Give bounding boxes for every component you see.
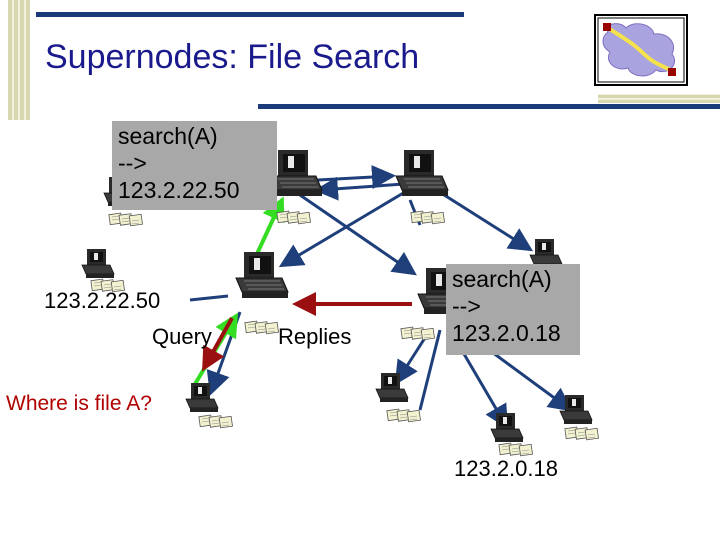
- edge-sn2-sn1: [314, 176, 405, 201]
- peer-computer-icon: [375, 372, 409, 403]
- decor-mid-bar: [258, 104, 720, 109]
- file-stack-icon: [386, 408, 421, 423]
- decor-top-bar: [36, 12, 464, 17]
- peer-computer-icon: [559, 394, 593, 425]
- supernode-computer-icon: [235, 251, 289, 299]
- query-arrow-sn3-to-sn1: [254, 196, 285, 257]
- file-stack-icon: [244, 320, 279, 335]
- edge-sn1-sn4: [299, 193, 417, 276]
- search-callout-right: search(A) --> 123.2.0.18: [446, 264, 580, 355]
- edge-sn2-peer-right: [429, 184, 534, 252]
- peer-computer-icon: [490, 412, 524, 443]
- edge-sn3-peer-left: [189, 294, 229, 302]
- decor-right-stripe: [598, 94, 720, 103]
- file-stack-icon: [410, 210, 445, 225]
- file-stack-icon: [400, 326, 435, 341]
- file-stack-icon: [108, 212, 143, 227]
- edge-sn1-sn2: [317, 165, 396, 189]
- reply-arrow-sn3-to-peer: [202, 317, 234, 372]
- file-stack-icon: [564, 426, 599, 441]
- ip-label-bottom: 123.2.0.18: [454, 456, 558, 481]
- file-stack-icon: [498, 442, 533, 457]
- supernode-computer-icon: [269, 149, 323, 197]
- reply-arrows: [202, 292, 412, 372]
- decor-left-stripe: [8, 0, 30, 120]
- replies-label: Replies: [278, 324, 352, 349]
- edge-sn4-peer-mid2: [418, 329, 442, 411]
- file-stack-icon: [276, 210, 311, 225]
- network-logo-icon: [594, 14, 688, 86]
- supernode-computer-icon: [395, 149, 449, 197]
- search-callout-left: search(A) --> 123.2.22.50: [112, 121, 277, 210]
- query-label: Query: [152, 324, 212, 349]
- file-stack-icon: [198, 414, 233, 429]
- where-is-file-label: Where is file A?: [6, 392, 152, 415]
- peer-computer-icon: [81, 248, 115, 279]
- edge-sn2-sn3: [278, 190, 406, 268]
- slide-title: Supernodes: File Search: [45, 38, 420, 76]
- ip-label-left: 123.2.22.50: [44, 288, 161, 313]
